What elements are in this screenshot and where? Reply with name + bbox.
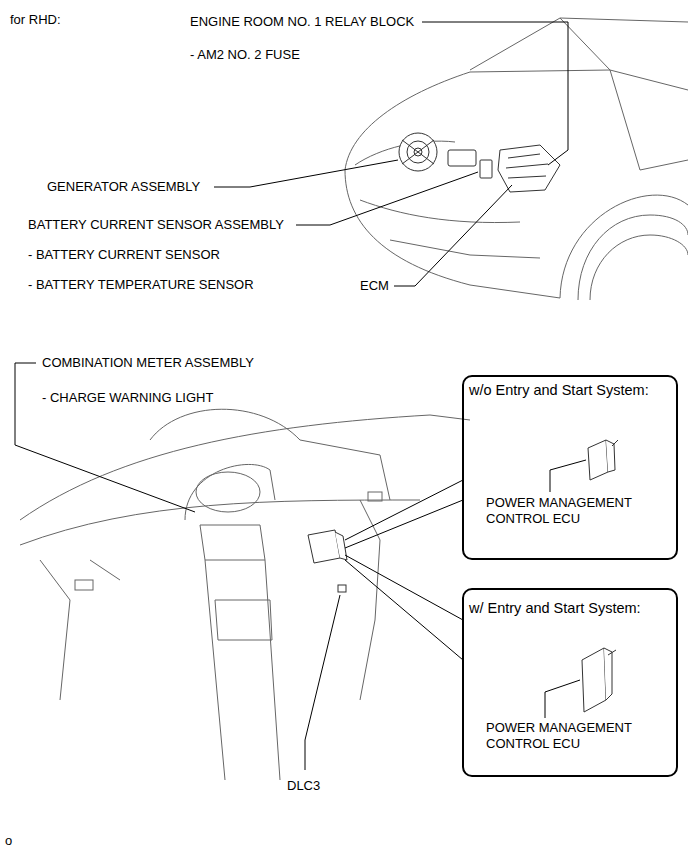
page-mark: o bbox=[5, 833, 12, 849]
part-label: BATTERY CURRENT SENSOR ASSEMBLY bbox=[28, 217, 284, 233]
part-label: - BATTERY TEMPERATURE SENSOR bbox=[28, 277, 254, 293]
dashboard bbox=[20, 409, 470, 780]
part-label: - AM2 NO. 2 FUSE bbox=[190, 47, 300, 63]
part-label: GENERATOR ASSEMBLY bbox=[47, 179, 200, 195]
part-label: ENGINE ROOM NO. 1 RELAY BLOCK bbox=[190, 14, 414, 30]
car-front bbox=[345, 18, 688, 300]
part-label: COMBINATION METER ASSEMBLY bbox=[42, 355, 254, 371]
part-label: POWER MANAGEMENT CONTROL ECU bbox=[486, 720, 646, 752]
variant-box: w/o Entry and Start System: POWER MANAGEM… bbox=[462, 375, 678, 560]
variant-heading: for RHD: bbox=[10, 12, 61, 28]
part-label: POWER MANAGEMENT CONTROL ECU bbox=[486, 495, 646, 527]
box-heading: w/ Entry and Start System: bbox=[469, 599, 641, 617]
part-label: - BATTERY CURRENT SENSOR bbox=[28, 247, 220, 263]
box-heading: w/o Entry and Start System: bbox=[469, 381, 649, 399]
variant-box: w/ Entry and Start System: POWER MANAGEME… bbox=[462, 588, 678, 777]
part-label: - CHARGE WARNING LIGHT bbox=[42, 390, 213, 406]
engine-parts bbox=[399, 133, 560, 192]
part-label: ECM bbox=[360, 278, 389, 294]
part-label: DLC3 bbox=[287, 778, 320, 794]
